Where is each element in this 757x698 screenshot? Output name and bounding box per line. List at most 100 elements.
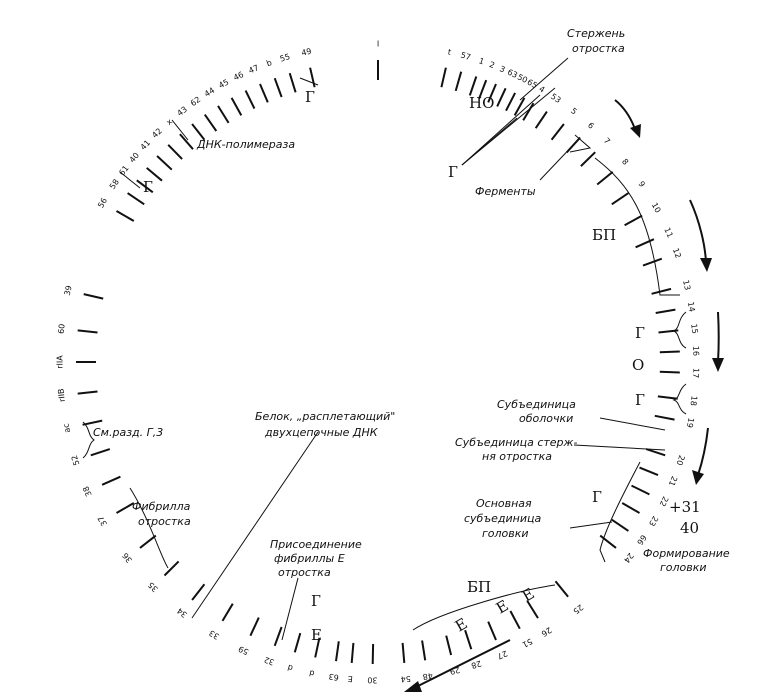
gene-tick xyxy=(624,214,643,227)
label-o-15: О xyxy=(632,356,644,374)
gene-tick xyxy=(82,419,103,426)
label-e-a: Е xyxy=(452,614,470,635)
gene-label: 40 xyxy=(128,151,141,165)
gene-label: 6 xyxy=(586,121,596,131)
gene-label: 13 xyxy=(681,279,692,291)
gene-tick xyxy=(203,114,218,132)
gene-tick xyxy=(611,192,629,206)
gene-tick xyxy=(244,90,256,109)
gene-label: 19 xyxy=(685,417,696,429)
gene-label: 46 xyxy=(232,70,245,83)
gene-tick xyxy=(596,171,614,186)
gene-tick xyxy=(621,502,641,514)
gene-label: 29 xyxy=(449,665,461,676)
gene-tick xyxy=(77,329,98,334)
gene-label: 62 xyxy=(189,95,203,108)
gene-label: rIIA xyxy=(56,355,65,369)
gene-tick xyxy=(309,67,316,88)
gene-tick xyxy=(163,560,180,577)
gene-tick xyxy=(101,475,121,486)
gene-label: 42 xyxy=(150,126,164,140)
direction-arrows xyxy=(404,99,724,692)
gene-label: 45 xyxy=(217,77,230,90)
gene-label: E xyxy=(347,674,353,683)
gene-tick xyxy=(496,87,507,107)
ann-dnk-polimeraza: ДНК-полимераза xyxy=(196,138,295,151)
gene-label: 4 xyxy=(537,84,546,94)
gene-tick xyxy=(115,502,135,514)
gene-label: 7 xyxy=(602,136,612,146)
gene-tick xyxy=(440,67,447,88)
gene-tick xyxy=(478,79,488,100)
gene-tick xyxy=(146,167,163,182)
gene-label: 5 xyxy=(569,106,579,116)
gene-label: 54 xyxy=(400,674,411,684)
gene-tick xyxy=(273,77,283,98)
gene-tick xyxy=(659,370,680,374)
gene-label: 37 xyxy=(96,514,109,527)
gene-label: 14 xyxy=(686,301,697,313)
ann-subed-sterzh-1: Субъединица стерж- xyxy=(455,436,577,449)
brackets xyxy=(82,134,687,631)
gene-tick xyxy=(580,151,596,167)
gene-tick xyxy=(468,76,478,96)
gene-label: t xyxy=(447,47,452,56)
gene-label: 33 xyxy=(208,628,221,641)
gene-tick xyxy=(288,72,297,93)
gene-label: 41 xyxy=(139,138,153,152)
gene-label: 44 xyxy=(203,86,216,99)
label-e-b: Е xyxy=(493,596,511,617)
gene-label: d xyxy=(308,668,315,678)
gene-label: 16 xyxy=(691,346,700,356)
gene-label: 21 xyxy=(667,475,679,488)
gene-tick xyxy=(273,626,283,647)
gene-label: 23 xyxy=(647,514,660,527)
gene-tick xyxy=(642,257,663,267)
gene-label: 26 xyxy=(540,625,553,638)
gene-label: d xyxy=(287,663,294,673)
gene-ticks xyxy=(76,60,680,665)
label-g-top: Г xyxy=(305,88,315,106)
gene-tick xyxy=(611,518,629,532)
gene-tick xyxy=(259,83,269,103)
label-g-bottom: Г xyxy=(311,592,321,610)
ann-osnov-2: субъединица xyxy=(464,512,541,525)
gene-tick xyxy=(314,637,321,658)
gene-label: I xyxy=(377,40,379,49)
gene-tick xyxy=(651,287,672,295)
gene-label: 43 xyxy=(175,105,189,118)
ann-subed-obol-2: оболочки xyxy=(519,412,573,425)
ann-sterzhen-2: отростка xyxy=(572,42,625,55)
ann-subed-obol-1: Субъединица xyxy=(497,398,576,411)
gene-tick xyxy=(505,92,516,112)
gene-tick xyxy=(645,448,666,457)
ann-form-1: Формирование xyxy=(643,547,730,560)
gene-tick xyxy=(550,123,565,141)
gene-tick xyxy=(554,580,569,598)
gene-label: ac xyxy=(62,423,73,434)
gene-label: 10 xyxy=(650,201,663,214)
gene-label: 9 xyxy=(636,180,646,189)
gene-tick xyxy=(127,192,145,206)
leader-lines xyxy=(119,57,666,641)
gene-tick xyxy=(631,484,650,496)
gene-tick xyxy=(230,97,243,116)
gene-label: 2 xyxy=(488,60,496,70)
gene-tick xyxy=(639,466,659,477)
gene-tick xyxy=(464,629,473,650)
gene-label: 59 xyxy=(237,644,250,656)
gene-label: 47 xyxy=(247,63,260,75)
ann-sm-razd: См.разд. Г,3 xyxy=(93,426,163,439)
gene-label: 1 xyxy=(478,56,486,66)
gene-label: 27 xyxy=(496,649,509,661)
gene-tick xyxy=(599,534,617,549)
ann-fermenty: Ферменты xyxy=(475,185,536,198)
ann-belok-2: двухцепочные ДНК xyxy=(264,426,379,439)
label-forty: 40 xyxy=(680,519,699,537)
gene-tick xyxy=(635,238,655,249)
gene-label: 39 xyxy=(63,285,74,297)
gene-tick xyxy=(487,83,497,103)
ann-osnov-3: головки xyxy=(482,527,529,540)
gene-tick xyxy=(534,111,548,129)
